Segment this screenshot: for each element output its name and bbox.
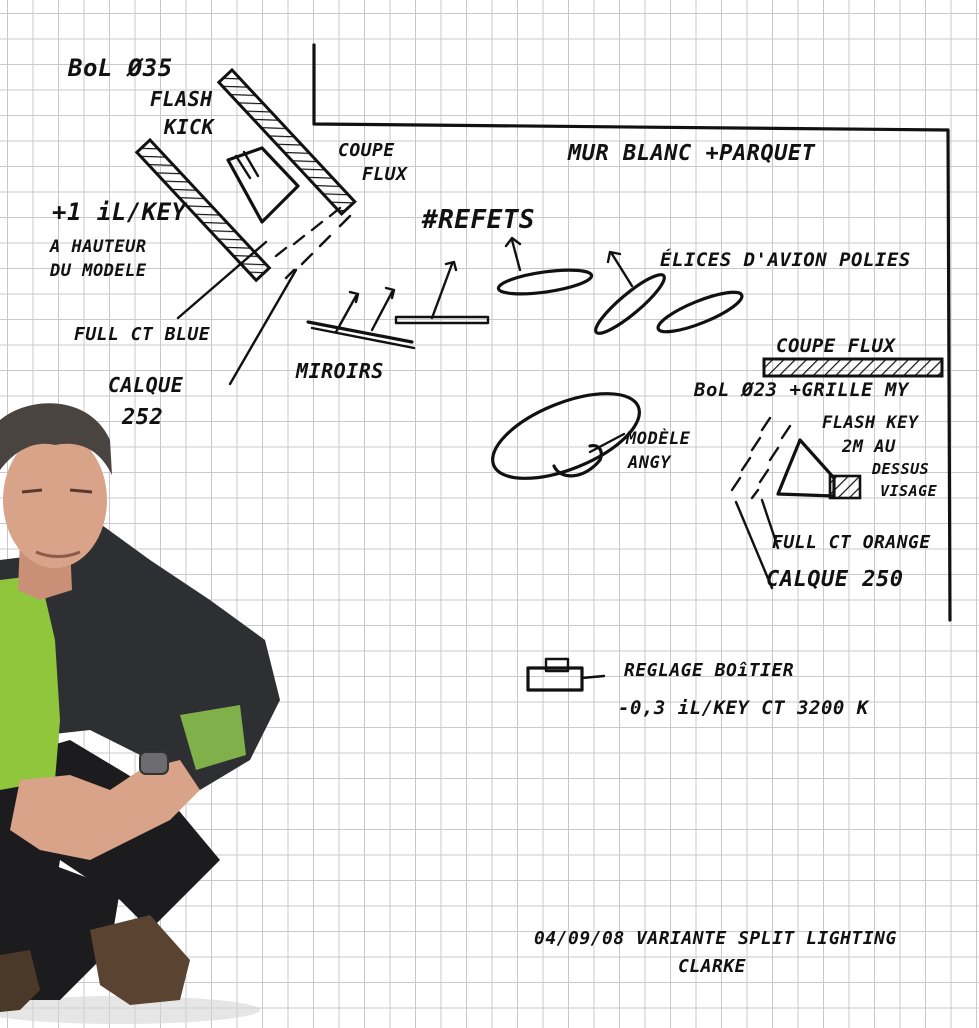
- shoe-icon: [90, 915, 190, 1005]
- watch-icon: [140, 752, 168, 774]
- face: [3, 432, 107, 568]
